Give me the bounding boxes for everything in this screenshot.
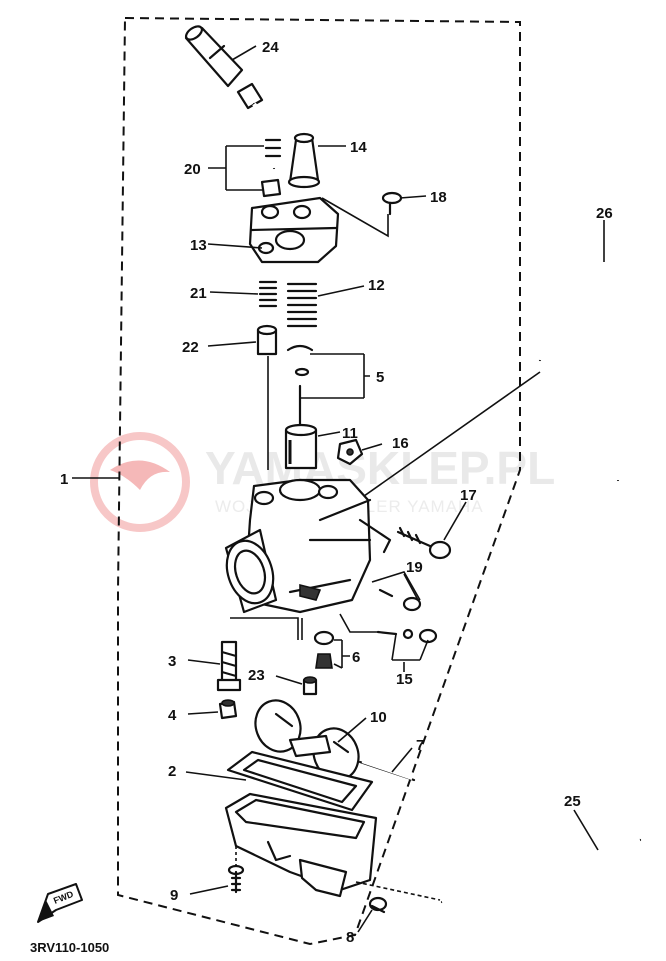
part-14-rubber-cap: [287, 132, 321, 189]
assembly-boundary: [117, 17, 521, 946]
label-6: 6: [352, 649, 360, 666]
watermark-logo: [90, 432, 190, 532]
label-1: 1: [60, 471, 68, 488]
label-8: 8: [346, 929, 354, 946]
part-17-air-screw: [396, 526, 452, 560]
part-6-jets: [301, 618, 335, 669]
label-18: 18: [430, 189, 447, 206]
label-11: 11: [342, 425, 358, 442]
label-7: 7: [416, 737, 424, 754]
label-20: 20: [184, 161, 201, 178]
part-20-fuel-pipe: [236, 82, 282, 198]
label-23: 23: [248, 667, 265, 684]
part-11-throttle-valve: [284, 423, 318, 470]
part-15-pilot-screw: [339, 613, 438, 644]
part-9-screw: [227, 846, 245, 894]
label-19: 19: [406, 559, 423, 576]
diagram-code: 3RV110-1050: [30, 940, 109, 955]
label-22: 22: [182, 339, 199, 356]
part-18-screw: [381, 191, 403, 216]
label-13: 13: [190, 237, 207, 254]
label-24: 24: [262, 39, 279, 56]
part-13-chamber-top: [248, 196, 340, 264]
part-12-throttle-spring: [286, 282, 318, 328]
label-3: 3: [168, 653, 176, 670]
label-26: 26: [596, 205, 613, 222]
forward-arrow: FWD: [37, 883, 83, 923]
label-2: 2: [168, 763, 176, 780]
part-labels: 24 14 18 20 13 21 12 22 5 11 16 26 1 17 …: [60, 39, 613, 946]
leader-lines: [72, 45, 605, 933]
label-9: 9: [170, 887, 178, 904]
part-22-needle-holder: [256, 324, 278, 470]
label-5: 5: [376, 369, 384, 386]
part-25-drain-hose: [355, 837, 642, 905]
part-16-nut: [336, 438, 364, 466]
part-24-hose-cap: [184, 25, 244, 88]
part-4-main-jet: [218, 699, 238, 720]
part-19-idle-screw: [371, 571, 422, 612]
label-17: 17: [460, 487, 477, 504]
label-10: 10: [370, 709, 387, 726]
part-3-needle-jet: [216, 617, 299, 692]
watermark-logo-swoosh: [110, 460, 170, 490]
part-23-pilot-jet: [302, 676, 318, 696]
part-10-float: [254, 699, 360, 781]
part-8-drain-bolt: [368, 896, 388, 914]
label-21: 21: [190, 285, 207, 302]
part-2-gasket: [226, 750, 374, 812]
label-25: 25: [564, 793, 581, 810]
label-4: 4: [168, 707, 177, 724]
part-5-clip-needle: [286, 344, 314, 426]
carburetor-body: [224, 478, 392, 614]
label-12: 12: [368, 277, 385, 294]
label-14: 14: [350, 139, 367, 156]
label-15: 15: [396, 671, 413, 688]
label-16: 16: [392, 435, 409, 452]
float-bowl: [224, 792, 378, 898]
part-21-spring: [258, 280, 278, 308]
part-7-float-pin: [358, 760, 416, 782]
